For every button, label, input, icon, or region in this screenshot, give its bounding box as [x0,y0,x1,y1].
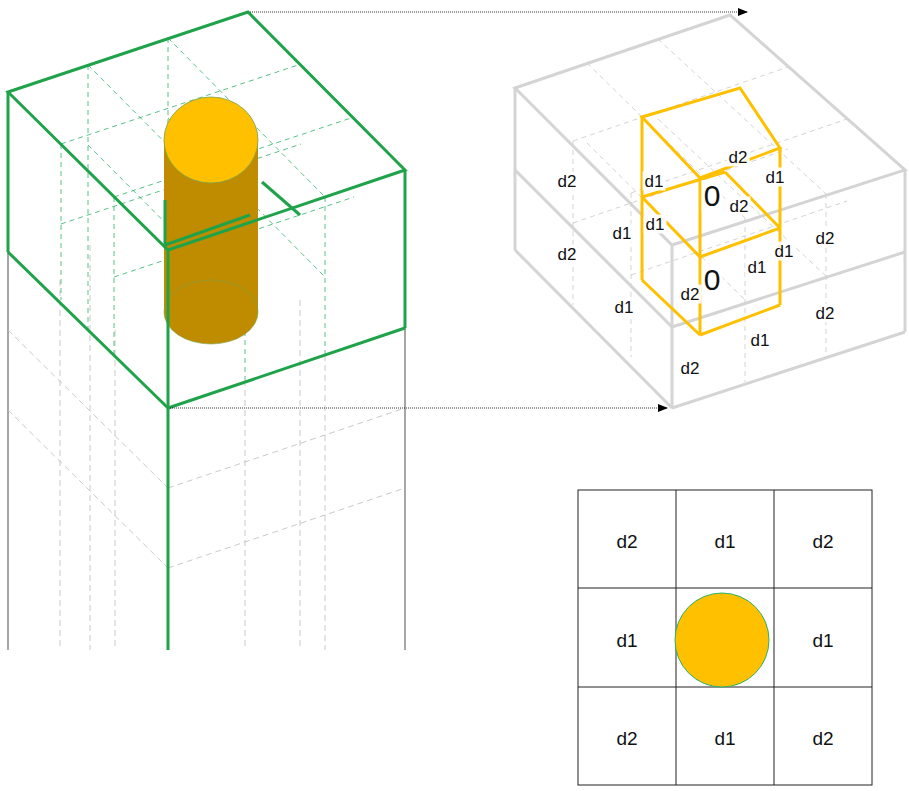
cylinder [164,97,258,344]
grid-box [515,15,905,408]
table-cell: d2 [614,728,639,749]
cell-label: d1 [611,224,634,243]
cylinder-section [675,593,769,687]
table-cell: d1 [614,630,639,651]
cell-label: d2 [556,172,579,191]
table-cell: d1 [810,630,835,651]
table-cell: d2 [614,531,639,552]
cell-label: 0 [702,264,723,296]
column-outline [8,252,405,650]
cell-label: d2 [727,148,750,167]
cell-label: d2 [556,245,579,264]
table-cell: d1 [712,728,737,749]
table-cell: d2 [810,728,835,749]
cell-label: d1 [749,331,772,350]
projection-arrow [170,12,748,408]
cell-label: d1 [773,242,796,261]
cell-label: d1 [746,258,769,277]
center-cells [642,88,780,335]
cell-label: d1 [613,298,636,317]
cell-label: d1 [643,172,666,191]
cell-label: d2 [728,197,751,216]
grid-box-dashed [573,39,847,382]
cell-label: 0 [702,180,723,212]
cell-label: d1 [644,215,667,234]
table-cell: d1 [712,531,737,552]
cube-outline [8,12,405,650]
cell-label: d2 [679,285,702,304]
hidden-grid [8,245,405,650]
cell-label: d2 [814,229,837,248]
cell-label: d1 [764,168,787,187]
plan-grid [578,490,872,785]
cell-label: d2 [679,359,702,378]
cell-label: d2 [814,304,837,323]
table-cell: d2 [810,531,835,552]
cube-grid [61,38,354,380]
